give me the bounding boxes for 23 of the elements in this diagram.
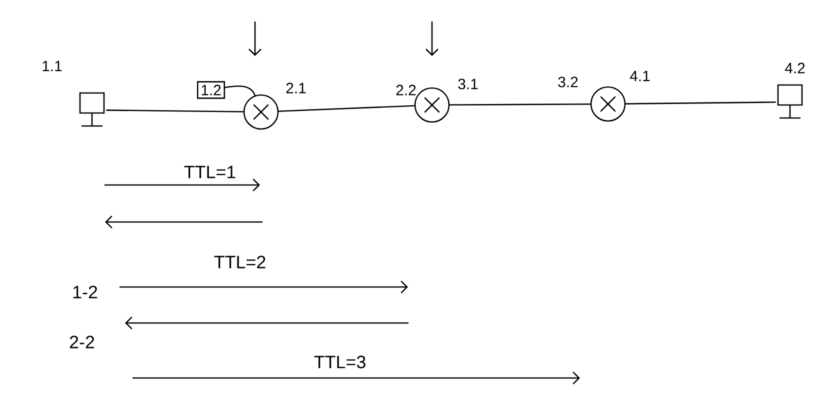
router-symbol	[414, 87, 450, 123]
interface-label: 2.1	[286, 82, 306, 94]
interface-label: 3.2	[558, 76, 578, 88]
interface-label: 4.1	[630, 70, 650, 82]
connection-line	[449, 103, 591, 106]
annotation: TTL=2	[214, 256, 266, 268]
router-symbol	[243, 94, 279, 130]
connection-line	[625, 102, 776, 104]
computer-icon	[79, 92, 105, 127]
interface-label: 4.2	[784, 62, 805, 74]
annotation: TTL=1	[184, 166, 236, 178]
annotation: 2-2	[70, 336, 94, 348]
interface-label: 2.2	[396, 84, 416, 96]
annotation: TTL=3	[314, 356, 366, 368]
computer-icon	[777, 84, 803, 119]
interface-label: 3.1	[458, 78, 478, 90]
interface-label: 1.1	[42, 60, 62, 72]
annotation: 1-2	[73, 286, 98, 298]
connection-line	[278, 105, 416, 112]
connection-line	[106, 110, 244, 112]
router-symbol	[590, 86, 626, 122]
connection-line	[224, 85, 256, 96]
label-box: 1.2	[196, 81, 226, 99]
